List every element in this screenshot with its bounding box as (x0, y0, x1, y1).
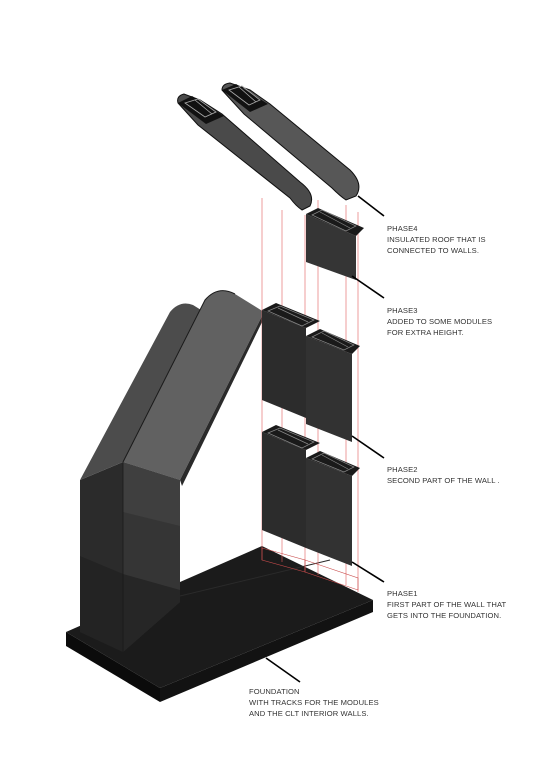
phase4-top-module (306, 208, 364, 280)
phase3-line-2: FOR EXTRA HEIGHT. (387, 327, 464, 337)
foundation-line-1: WITH TRACKS FOR THE MODULES (249, 697, 379, 707)
leader-phase1 (351, 561, 385, 583)
phase4-line-1: INSULATED ROOF THAT IS (387, 234, 486, 244)
phase3-line-1: ADDED TO SOME MODULES (387, 316, 493, 326)
phase1-line-1: FIRST PART OF THE WALL THAT (387, 599, 507, 609)
phase3-modules (262, 303, 360, 442)
phase1-label: PHASE1 FIRST PART OF THE WALL THAT GETS … (387, 589, 506, 621)
phase1-title: PHASE1 (387, 589, 418, 598)
phase4-label: PHASE4 INSULATED ROOF THAT IS CONNECTED … (387, 224, 486, 256)
leader-lines (265, 195, 385, 683)
leader-phase3 (351, 275, 385, 299)
phase2-label: PHASE2 SECOND PART OF THE WALL . (387, 465, 500, 487)
arch-inner-wall (180, 312, 264, 486)
foundation-label: FOUNDATION WITH TRACKS FOR THE MODULES A… (249, 687, 379, 719)
leader-phase2 (351, 435, 385, 459)
foundation-slab (66, 546, 373, 702)
phase4-line-2: CONNECTED TO WALLS. (387, 245, 480, 255)
phase2-line-1: SECOND PART OF THE WALL . (387, 475, 500, 485)
phase4-title: PHASE4 (387, 224, 418, 233)
phase3-label: PHASE3 ADDED TO SOME MODULES FOR EXTRA H… (387, 306, 492, 338)
phase4-roof-beams (177, 82, 360, 211)
phase1-footprint-outlines (261, 547, 359, 591)
leader-foundation (265, 657, 301, 683)
phase2-title: PHASE2 (387, 465, 418, 474)
arch-front-layer (122, 290, 264, 652)
foundation-line-2: AND THE CLT INTERIOR WALLS. (249, 708, 369, 718)
phase2-modules (262, 425, 360, 566)
leader-phase4 (357, 195, 385, 217)
foundation-title: FOUNDATION (249, 687, 300, 696)
phase3-title: PHASE3 (387, 306, 418, 315)
phase1-line-2: GETS INTO THE FOUNDATION. (387, 610, 502, 620)
